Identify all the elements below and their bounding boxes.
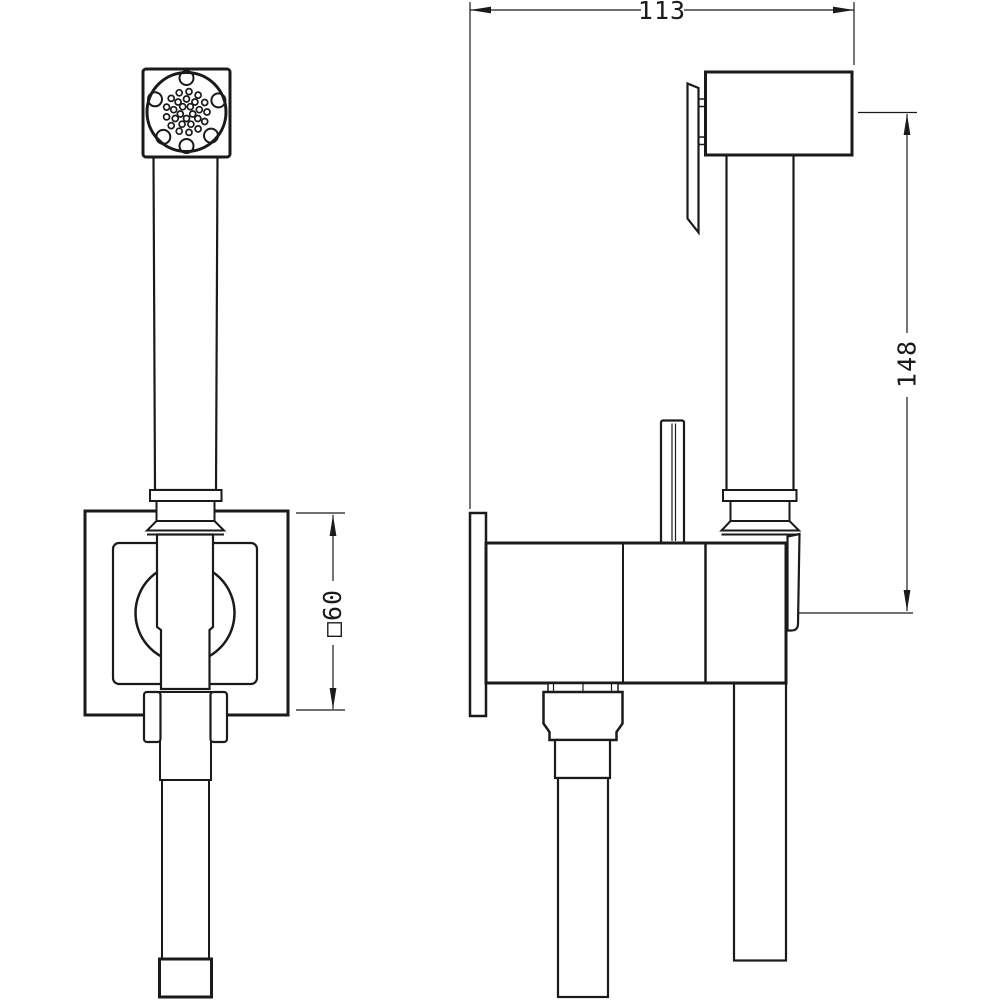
handle-grip <box>152 155 219 492</box>
spray-face-blade <box>686 81 700 236</box>
handle-band <box>149 489 223 502</box>
spray-hole <box>178 102 187 111</box>
dimension-height: 148 <box>798 111 922 614</box>
nut-left-flat <box>142 690 162 744</box>
spray-hole <box>194 125 202 133</box>
spray-hole <box>191 98 199 106</box>
spray-hole <box>162 113 171 121</box>
spray-hole <box>175 127 184 136</box>
handle-band-side <box>722 489 798 502</box>
holder-front-plate <box>786 532 801 632</box>
outlet-adapter <box>553 738 612 780</box>
spray-hole <box>194 91 202 99</box>
dimension-width: 113 <box>469 0 855 509</box>
spray-head-side <box>686 70 854 236</box>
dimension-plate-size-label: □60 <box>318 589 347 637</box>
spray-hole <box>187 120 195 129</box>
spray-hole <box>167 121 176 130</box>
spray-hole <box>203 108 211 116</box>
side-view <box>468 70 854 999</box>
mounting-nut-front <box>142 690 229 744</box>
arrowhead-up <box>329 515 337 536</box>
valve-lever <box>659 419 686 545</box>
spray-hole <box>182 114 191 123</box>
arrowhead-up <box>903 114 911 135</box>
wall-plate-side <box>468 511 488 718</box>
handle-holder-front <box>155 533 215 691</box>
hose-upper-section <box>159 691 212 781</box>
handle-neck-side <box>729 500 791 522</box>
spray-head-front <box>141 67 232 159</box>
handle-trumpet-flare-side <box>719 520 802 532</box>
spray-hole <box>200 98 209 107</box>
spray-hole <box>178 120 186 129</box>
wall-plate-profile <box>468 511 488 718</box>
arrowhead-down <box>329 688 337 709</box>
handle-side <box>719 155 802 536</box>
spray-hole <box>182 95 191 103</box>
handle-holder-side <box>786 532 801 632</box>
spray-hole <box>200 117 209 126</box>
valve-body-side <box>484 541 788 685</box>
arrowhead-down <box>903 590 911 611</box>
arrowhead-left <box>470 6 491 14</box>
handle-neck <box>155 500 216 522</box>
spray-hole <box>185 128 193 137</box>
nut-right-flat <box>209 690 229 744</box>
spray-hole <box>167 94 176 103</box>
dimension-width-label: 113 <box>638 0 686 25</box>
spray-hole <box>171 114 180 123</box>
spray-head-outline <box>141 67 232 159</box>
spray-head-profile <box>704 70 854 157</box>
outlet-nut <box>542 690 624 742</box>
handle-front <box>144 155 227 536</box>
spray-hole <box>188 110 197 118</box>
outlet-side <box>542 682 624 999</box>
valve-body-outline <box>484 541 788 685</box>
spray-hole <box>176 110 185 118</box>
spray-hole <box>185 87 193 96</box>
holder-cup <box>155 533 215 691</box>
hanging-hose-tube <box>732 682 788 962</box>
front-view <box>83 67 290 999</box>
spray-face-circle <box>145 71 228 153</box>
hose-lower-section <box>161 779 210 960</box>
spray-hole <box>186 102 195 111</box>
spray-hole <box>162 103 171 111</box>
supply-hose-side <box>556 776 610 999</box>
arrowhead-right <box>833 6 854 14</box>
hose-end-fitting <box>158 957 213 999</box>
spray-hole <box>193 114 202 123</box>
spray-hole <box>174 98 182 106</box>
hand-tube-side <box>732 682 788 962</box>
dimension-height-label: 148 <box>893 340 922 388</box>
spray-hole <box>175 88 184 97</box>
dimension-plate-size: □60 <box>296 512 347 711</box>
hose-front <box>158 691 213 999</box>
spray-hole <box>169 105 178 114</box>
spray-holes <box>162 87 211 137</box>
spray-hole <box>195 105 204 114</box>
handle-trumpet-flare <box>144 520 227 532</box>
